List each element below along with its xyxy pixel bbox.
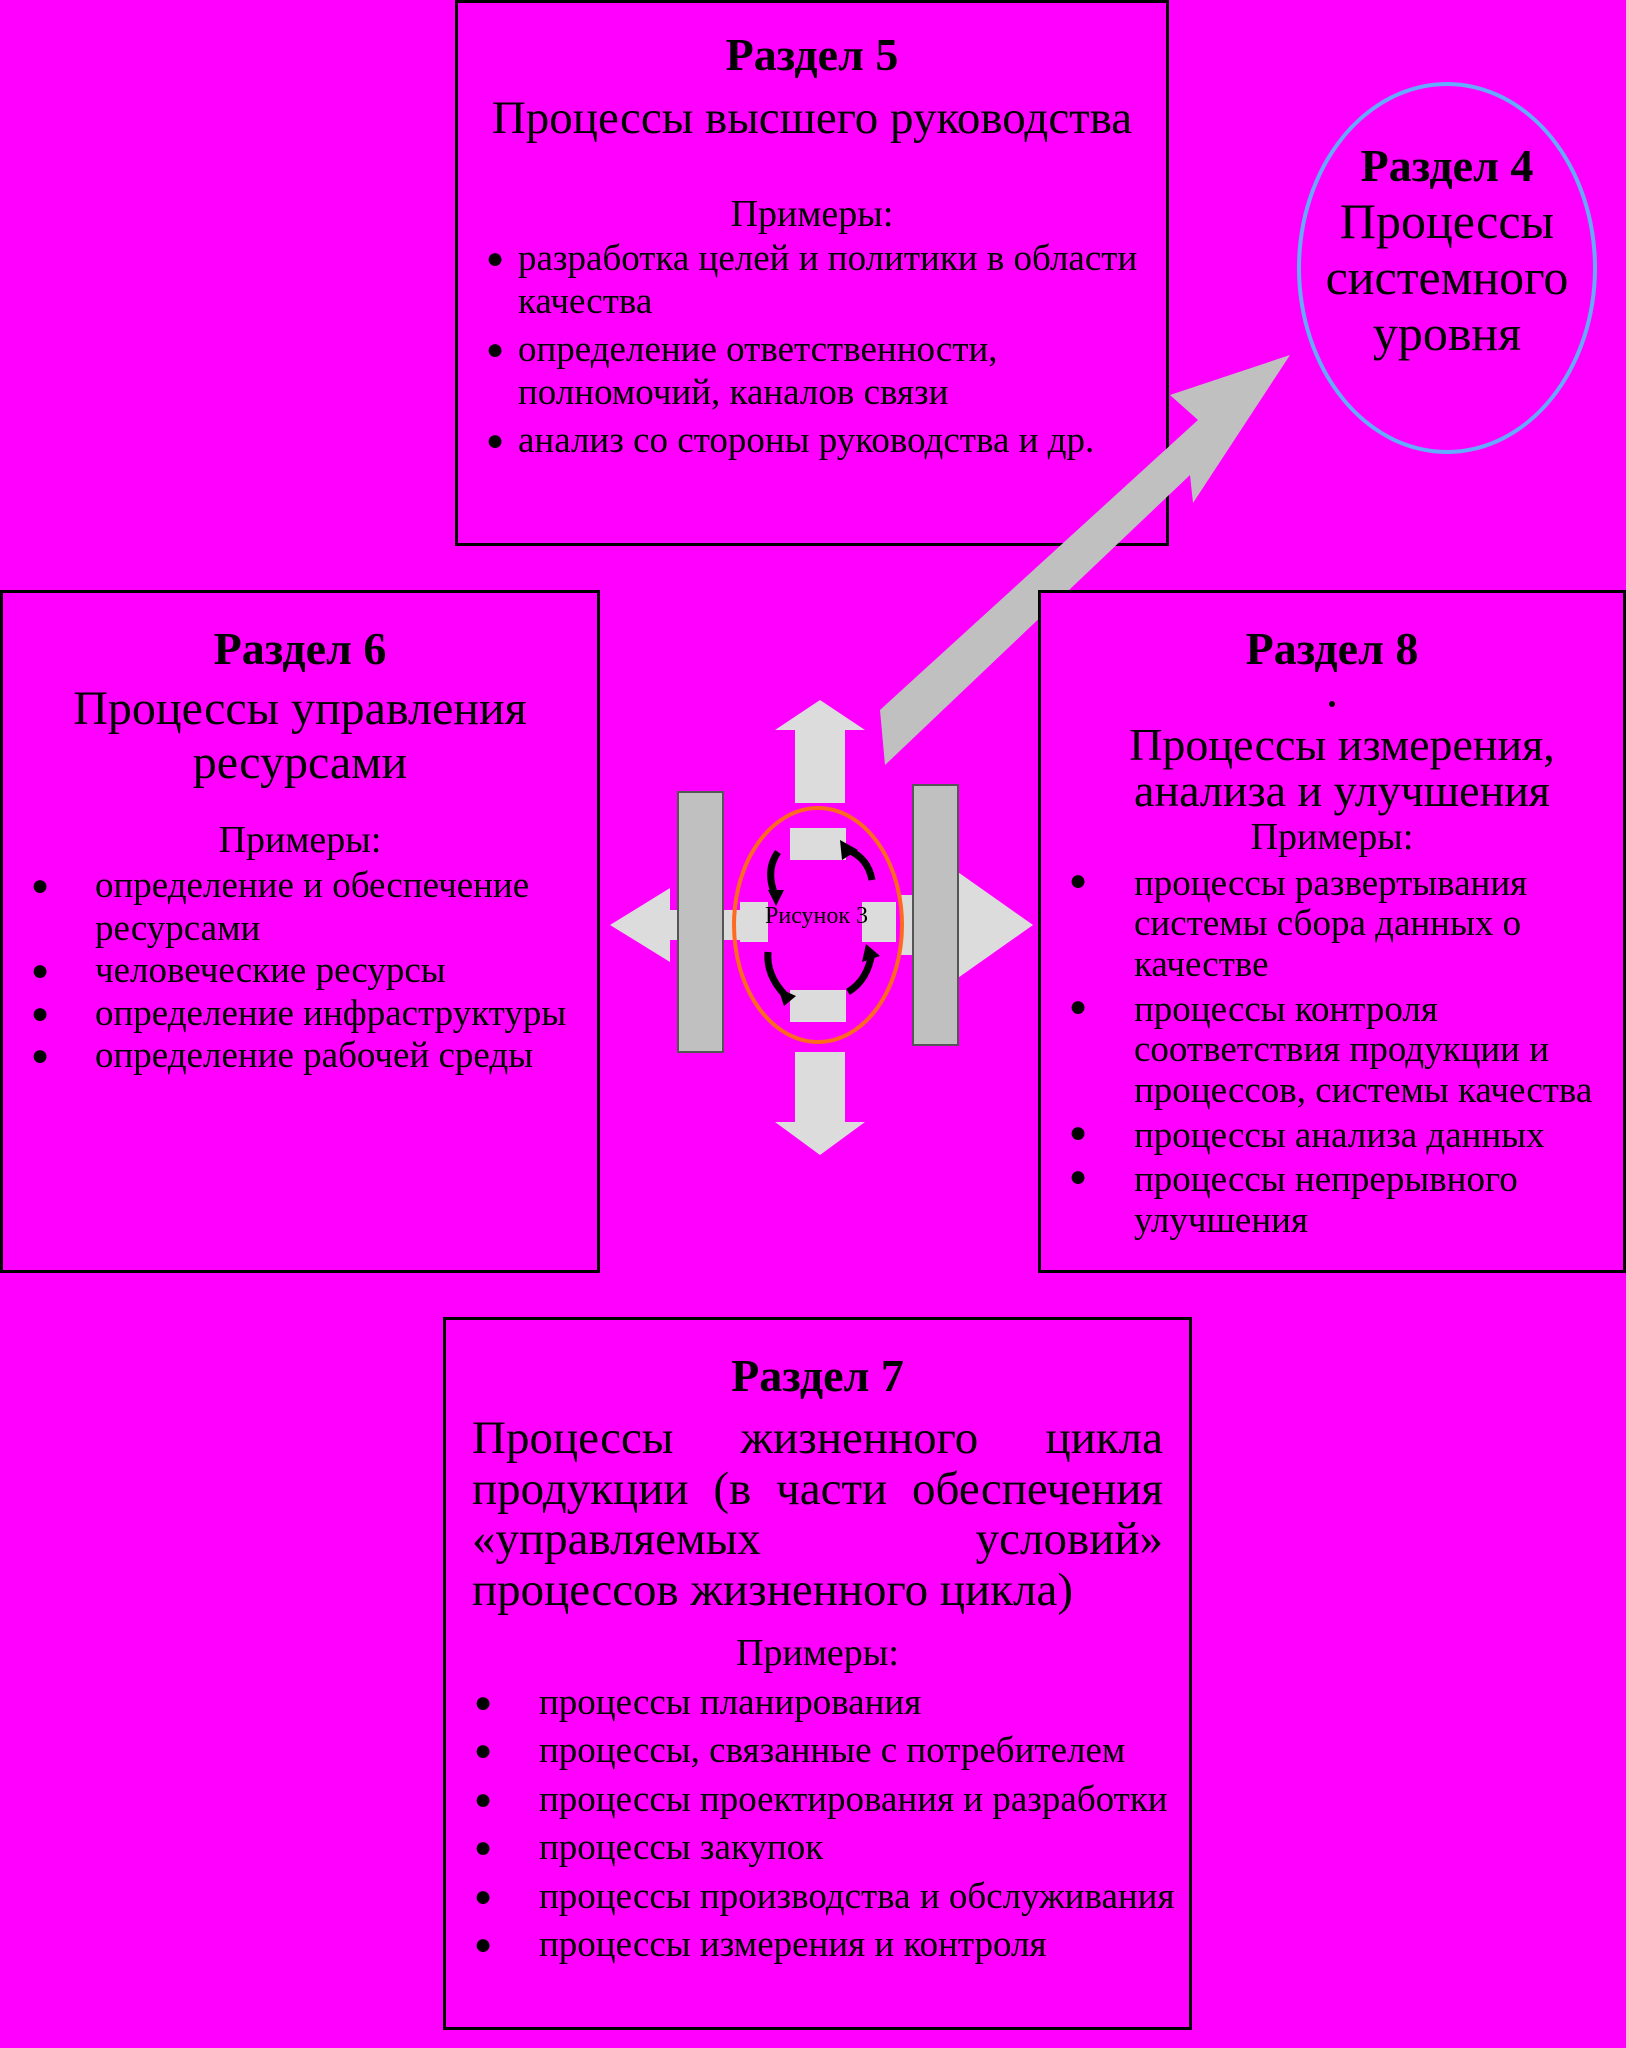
bullet-icon: ● [486,333,505,367]
list-item: ● процессы анализа данных [1069,1114,1617,1157]
bullet-icon: ● [474,1928,493,1962]
inner-top-piece [790,828,846,860]
list-item: ● процессы контроля соответствия продукци… [1069,988,1617,1112]
section-6-box: Раздел 6 Процессы управления ресурсами П… [0,590,600,1273]
section-8-list: ● процессы развертывания системы сбора да… [1041,862,1623,1242]
cycle-arrow-top-left [767,849,781,897]
list-item: ● процессы закупок [474,1827,1179,1870]
section-4-title: Раздел 4 [1360,140,1534,191]
cycle-arrow-bottom-left [764,951,788,998]
section-7-list: ● процессы планирования ● процессы, связан… [446,1682,1189,1967]
list-item-text: процессы, связанные с потребителем [539,1730,1126,1772]
list-item: ● определение инфраструктуры [31,992,587,1036]
cycle-arrowhead-br [862,944,880,962]
list-item: ● процессы проектирования и разработки [474,1778,1179,1822]
inner-right-piece [862,902,896,942]
bullet-icon: ● [1069,989,1088,1023]
list-item: ● определение ответственности, полномочий… [486,329,1146,414]
down-arrow [775,1052,865,1155]
inner-left-piece [740,902,768,942]
left-arrow [610,888,740,962]
orange-ellipse [732,806,904,1044]
list-item: ● определение и обеспечение ресурсами [31,865,587,950]
section-7-box: Раздел 7 Процессы жизненного цикла проду… [443,1317,1192,2030]
list-item-text: процессы контроля соответствия продукции… [1134,988,1593,1112]
section-7-title: Раздел 7 [731,1350,904,1401]
bullet-icon: ● [1069,1160,1088,1194]
center-arrows-svg [610,700,1033,1155]
list-item: ● процессы, связанные с потребителем [474,1730,1179,1773]
list-item-text: человеческие ресурсы [95,950,446,992]
list-item: ● процессы развертывания системы сбора да… [1069,862,1617,986]
section-6-list: ● определение и обеспечение ресурсами ● че… [3,865,597,1078]
section-4-subtitle-line-1: Процессы [1339,192,1555,249]
section-4-subtitle-line-2: системного [1325,248,1569,305]
list-item-text: процессы планирования [539,1681,922,1723]
bullet-icon: ● [474,1782,493,1816]
section-7-examples-label: Примеры: [736,1631,899,1674]
list-item: ● разработка целей и политики в области к… [486,238,1146,323]
list-item-text: разработка целей и политики в области ка… [518,238,1138,322]
bullet-icon: ● [486,424,505,458]
cycle-arrow-top-right [846,846,876,881]
section-8-examples-label: Примеры: [1250,815,1414,858]
cycle-arrowhead-bl [778,988,796,1006]
bullet-icon: ● [31,954,50,988]
cycle-arrowhead-tl [768,890,784,906]
list-item-text: анализ со стороны руководства и др. [518,420,1095,462]
bullet-icon: ● [31,996,50,1030]
bullet-icon: ● [474,1685,493,1719]
list-item-text: определение рабочей среды [95,1035,534,1077]
bullet-icon: ● [486,242,505,276]
section-6-examples-label: Примеры: [218,819,382,862]
center-graphic: Рисунок 3 [600,690,1038,1170]
right-bar [912,784,959,1046]
list-item-text: определение инфраструктуры [95,992,567,1034]
list-item-text: процессы развертывания системы сбора дан… [1134,862,1528,985]
section-5-title: Раздел 5 [725,29,899,80]
section-7-subtitle: Процессы жизненного цикла продукции (в ч… [472,1411,1163,1617]
section-8-box: Раздел 8 Процессы измерения, анализа и у… [1038,590,1626,1273]
list-item-text: определение и обеспечение ресурсами [95,865,530,949]
bullet-icon: ● [1069,1115,1088,1149]
bullet-icon: ● [474,1734,493,1768]
bullet-icon: ● [31,1039,50,1073]
up-arrow [775,700,865,803]
stray-dot [1329,701,1335,707]
bullet-icon: ● [474,1831,493,1865]
list-item: ● человеческие ресурсы [31,950,587,993]
bullet-icon: ● [474,1879,493,1913]
list-item-text: процессы измерения и контроля [539,1924,1047,1966]
list-item: ● процессы измерения и контроля [474,1924,1179,1967]
section-8-title: Раздел 8 [1245,623,1419,674]
section-5-list: ● разработка целей и политики в области к… [458,238,1166,463]
list-item-text: процессы закупок [539,1827,824,1869]
list-item-text: процессы непрерывного улучшения [1134,1159,1518,1242]
center-label: Рисунок 3 [765,903,869,929]
list-item: ● определение рабочей среды [31,1035,587,1078]
left-bar [677,791,724,1053]
list-item-text: определение ответственности, полномочий,… [518,329,998,413]
section-8-subtitle: Процессы измерения, анализа и улучшения [1129,718,1555,816]
cycle-arrowhead-tr [840,840,858,860]
list-item-text: процессы производства и обслуживания [539,1875,1175,1917]
bullet-icon: ● [1069,863,1088,897]
bullet-icon: ● [31,869,50,903]
section-4-ellipse: Раздел 4 Процессы системного уровня [1297,82,1597,454]
section-6-subtitle: Процессы управления ресурсами [73,681,527,789]
list-item-text: процессы анализа данных [1134,1114,1545,1156]
section-4-subtitle-line-3: уровня [1372,304,1522,361]
diagonal-arrow-shape [880,355,1290,765]
list-item: ● процессы производства и обслуживания [474,1875,1179,1919]
section-5-examples-label: Примеры: [730,192,894,235]
list-item: ● процессы планирования [474,1681,1179,1725]
list-item: ● процессы непрерывного улучшения [1069,1159,1617,1242]
inner-bottom-piece [790,990,846,1022]
section-6-title: Раздел 6 [213,623,387,674]
list-item-text: процессы проектирования и разработки [539,1778,1168,1820]
section-5-subtitle: Процессы высшего руководства [491,91,1133,144]
list-item: ● анализ со стороны руководства и др. [486,420,1146,463]
section-5-box: Раздел 5 Процессы высшего руководства Пр… [455,0,1169,546]
